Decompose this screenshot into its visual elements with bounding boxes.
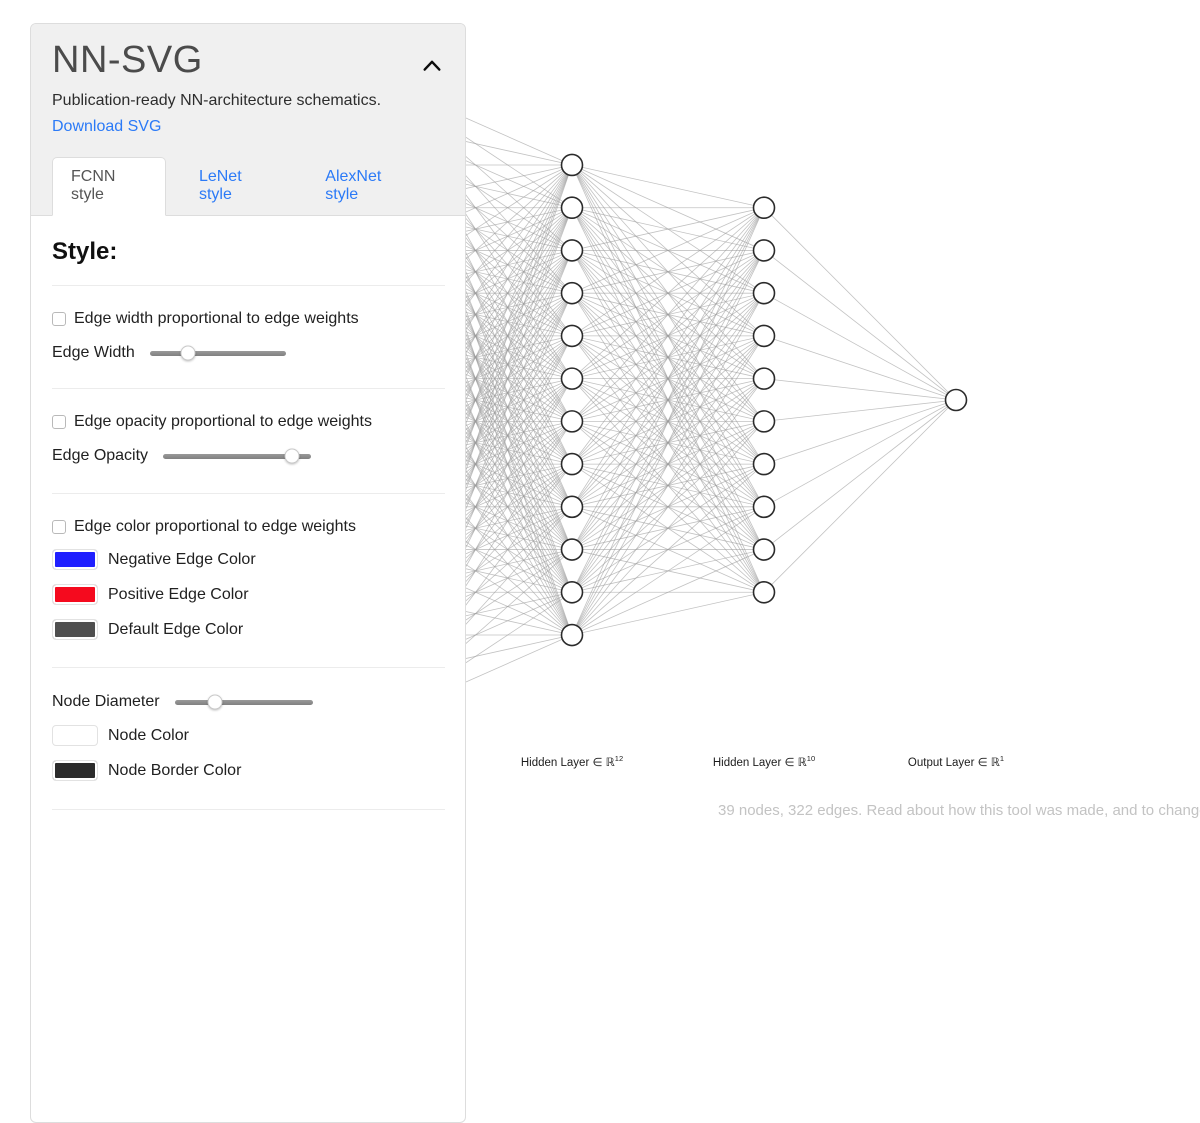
tab-fcnn-style[interactable]: FCNN style — [52, 157, 166, 216]
slider-thumb[interactable] — [180, 345, 196, 361]
panel-body: Style: Edge width proportional to edge w… — [31, 238, 465, 840]
layer-label-hidden-12: Hidden Layer ∈ ℝ12 — [520, 754, 624, 769]
edge-color-checkbox[interactable] — [52, 520, 66, 534]
edge-width-checkbox-label: Edge width proportional to edge weights — [74, 310, 359, 327]
edge-opacity-checkbox[interactable] — [52, 415, 66, 429]
style-tabs: FCNN style LeNet style AlexNet style — [31, 157, 465, 216]
divider — [52, 285, 445, 286]
slider-thumb[interactable] — [284, 448, 300, 464]
edge-width-checkbox[interactable] — [52, 312, 66, 326]
node-diameter-slider[interactable] — [174, 694, 313, 710]
slider-thumb[interactable] — [207, 694, 223, 710]
edge-width-slider[interactable] — [149, 345, 286, 361]
tab-alexnet-style[interactable]: AlexNet style — [325, 168, 382, 203]
edge-opacity-slider-label: Edge Opacity — [52, 447, 149, 464]
divider — [52, 809, 445, 810]
slider-track[interactable] — [174, 700, 313, 705]
edge-color-checkbox-label: Edge color proportional to edge weights — [74, 518, 356, 535]
app-title: NN-SVG — [52, 39, 203, 81]
panel-header: NN-SVG Publication-ready NN-architecture… — [31, 24, 465, 216]
default-edge-color-label: Default Edge Color — [108, 620, 244, 638]
node-color-label: Node Color — [108, 726, 189, 744]
slider-track[interactable] — [163, 454, 312, 459]
layer-label-hidden-10: Hidden Layer ∈ ℝ10 — [712, 754, 816, 769]
edge-opacity-slider[interactable] — [163, 448, 312, 464]
node-border-color-swatch[interactable] — [52, 760, 98, 781]
divider — [52, 493, 445, 494]
positive-edge-color-label: Positive Edge Color — [108, 585, 249, 603]
tab-lenet-style[interactable]: LeNet style — [198, 168, 242, 203]
control-panel: NN-SVG Publication-ready NN-architecture… — [30, 23, 466, 1123]
negative-edge-color-label: Negative Edge Color — [108, 550, 256, 568]
graph-stats-caption: 39 nodes, 322 edges. Read about how this… — [718, 802, 1200, 819]
edge-width-slider-label: Edge Width — [52, 344, 135, 361]
divider — [52, 667, 445, 668]
download-svg-link[interactable]: Download SVG — [52, 118, 162, 135]
node-diameter-slider-label: Node Diameter — [52, 693, 160, 710]
divider — [52, 388, 445, 389]
positive-edge-color-swatch[interactable] — [52, 584, 98, 605]
node-color-swatch[interactable] — [52, 725, 98, 746]
slider-track[interactable] — [149, 351, 286, 356]
layer-label-output-1: Output Layer ∈ ℝ1 — [907, 754, 1005, 769]
caption-message: Read about how this tool was made, and t… — [866, 802, 1200, 819]
default-edge-color-swatch[interactable] — [52, 619, 98, 640]
graph-stats: 39 nodes, 322 edges. — [718, 802, 863, 819]
chevron-up-icon[interactable] — [419, 51, 445, 82]
node-border-color-label: Node Border Color — [108, 761, 242, 779]
app-subtitle: Publication-ready NN-architecture schema… — [52, 92, 382, 109]
edge-opacity-checkbox-label: Edge opacity proportional to edge weight… — [74, 413, 372, 430]
style-heading: Style: — [52, 238, 118, 265]
negative-edge-color-swatch[interactable] — [52, 549, 98, 570]
